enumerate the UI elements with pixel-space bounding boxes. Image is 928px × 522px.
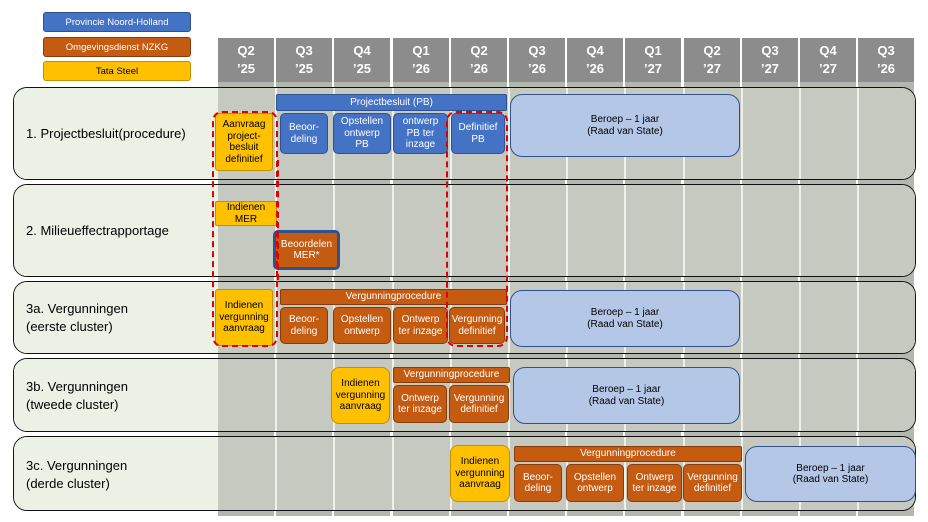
quarter-label: Q1 [644,43,662,58]
indienen-vergunning-aanvraag-3c: Indienen vergunning aanvraag [450,445,510,502]
year-label: ’26 [876,61,896,76]
beroep-raad-van-state-bar-3b: Beroep – 1 jaar (Raad van State) [513,367,740,424]
projectbesluit-header-bar: Projectbesluit (PB) [276,94,507,111]
ontwerp-pb-ter-inzage-bar: ontwerp PB ter inzage [393,113,448,154]
opstellen-ontwerp-pb-bar: Opstellen ontwerp PB [333,113,391,154]
row-label-3a: 3a. Vergunningen (eerste cluster) [26,301,128,334]
quarter-label: Q4 [586,43,604,58]
vergunningprocedure-header-3c: Vergunningprocedure [514,446,742,462]
quarter-header-cell: Q3’26 [858,38,914,82]
quarter-label: Q2 [703,43,721,58]
highlight-connector-line [277,160,279,280]
year-label: ’26 [585,61,605,76]
quarter-label: Q3 [761,43,779,58]
beroep-raad-van-state-bar-1: Beroep – 1 jaar (Raad van State) [510,94,740,157]
quarter-label: Q1 [412,43,430,58]
indienen-vergunning-aanvraag-3b: Indienen vergunning aanvraag [331,367,390,424]
vergunningprocedure-header-3b: Vergunningprocedure [393,367,510,383]
quarter-header-cell: Q3’27 [742,38,798,82]
quarter-header-cell: Q4’26 [567,38,623,82]
quarter-label: Q2 [237,43,255,58]
definitief-pb-bar: Definitief PB [451,113,505,154]
quarter-header-cell: Q3’25 [276,38,332,82]
vergunning-definitief-3b-bar: Vergunning definitief [449,385,509,423]
row-label-projectbesluit: 1. Projectbesluit(procedure) [26,126,186,141]
year-label: ’26 [469,61,489,76]
year-label: ’25 [236,61,256,76]
ontwerp-ter-inzage-3c-bar: Ontwerp ter inzage [627,464,682,502]
indienen-mer-bar: Indienen MER [215,201,277,226]
aanvraag-projectbesluit-bar: Aanvraag project- besluit definitief [215,113,273,171]
ontwerp-ter-inzage-3b-bar: Ontwerp ter inzage [393,385,447,423]
row-label-3b: 3b. Vergunningen (tweede cluster) [26,379,128,412]
quarter-label: Q4 [819,43,837,58]
quarter-header-cell: Q1’27 [625,38,681,82]
opstellen-ontwerp-3a-bar: Opstellen ontwerp [333,307,391,344]
year-label: ’26 [411,61,431,76]
year-label: ’27 [643,61,663,76]
quarter-header-cell: Q3’26 [509,38,565,82]
quarter-header-cell: Q4’27 [800,38,856,82]
row-label-mer: 2. Milieueffectrapportage [26,223,169,238]
beoordeling-3a-bar: Beoor- deling [280,307,328,344]
year-label: ’25 [352,61,372,76]
row-label-3c: 3c. Vergunningen (derde cluster) [26,458,128,491]
year-label: ’27 [702,61,722,76]
quarter-header-cell: Q1’26 [393,38,449,82]
quarter-header-cell: Q2’27 [684,38,740,82]
beoordeling-3c-bar: Beoor- deling [514,464,562,502]
vergunning-definitief-3a-bar: Vergunning definitief [449,307,505,344]
highlight-definitief-decisions [446,111,508,347]
quarter-label: Q3 [877,43,895,58]
beroep-raad-van-state-bar-3a: Beroep – 1 jaar (Raad van State) [510,290,740,347]
vergunningprocedure-header-3a: Vergunningprocedure [280,289,507,305]
legend-tata-steel: Tata Steel [43,61,191,81]
year-label: ’25 [294,61,314,76]
quarter-label: Q4 [353,43,371,58]
quarter-label: Q3 [528,43,546,58]
opstellen-ontwerp-3c-bar: Opstellen ontwerp [566,464,624,502]
quarter-label: Q2 [470,43,488,58]
legend-omgevingsdienst: Omgevingsdienst NZKG [43,37,191,57]
quarter-header-cell: Q2’25 [218,38,274,82]
highlight-tata-steel-submissions [212,111,278,347]
beoordelen-mer-bar: Beoordelen MER* [273,230,340,270]
vergunning-definitief-3c-bar: Vergunning definitief [683,464,742,502]
beroep-raad-van-state-bar-3c: Beroep – 1 jaar (Raad van State) [745,446,916,502]
legend-provincie: Provincie Noord-Holland [43,12,191,32]
quarter-header-cell: Q4’25 [334,38,390,82]
year-label: ’27 [760,61,780,76]
quarter-header-cell: Q2’26 [451,38,507,82]
year-label: ’26 [527,61,547,76]
beoordeling-pb-bar: Beoor- deling [280,113,328,154]
year-label: ’27 [818,61,838,76]
ontwerp-ter-inzage-3a-bar: Ontwerp ter inzage [393,307,448,344]
quarter-label: Q3 [295,43,313,58]
